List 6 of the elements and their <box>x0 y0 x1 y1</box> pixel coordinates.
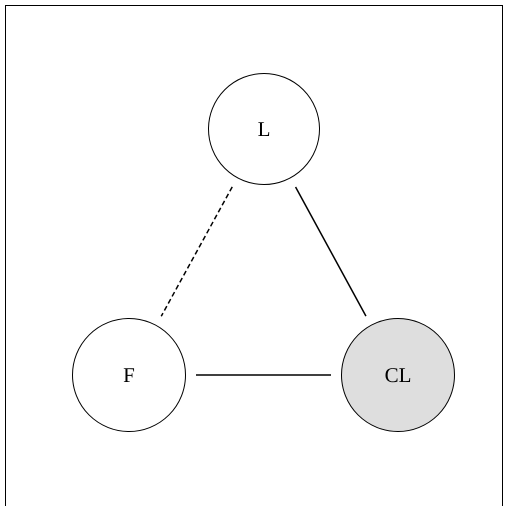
connector-line <box>294 186 367 317</box>
node-label: CL <box>384 362 412 388</box>
node-label: F <box>123 362 135 388</box>
dashed-line <box>160 186 233 317</box>
node-label: L <box>258 116 270 142</box>
connector-line <box>196 374 331 376</box>
